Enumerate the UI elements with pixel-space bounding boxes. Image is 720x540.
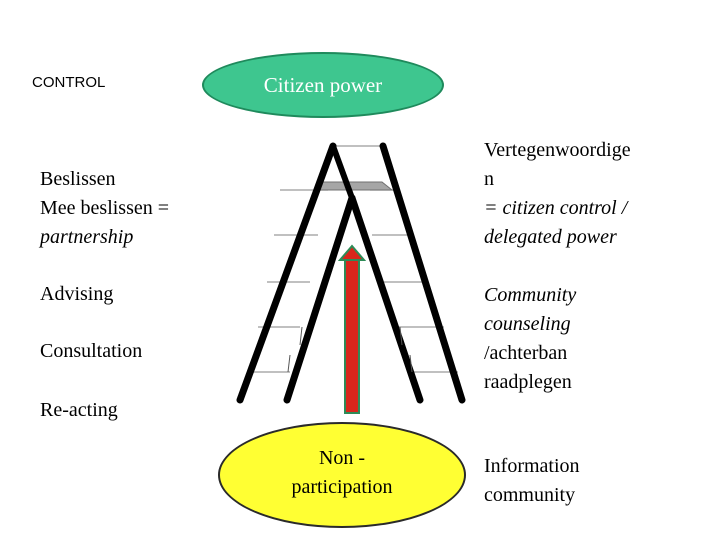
ladder-leg-left-outer: [236, 142, 337, 404]
ladder-platform: [315, 181, 394, 191]
non-participation-line2: participation: [291, 476, 393, 498]
label-raadplegen: raadplegen: [484, 371, 572, 393]
label-vertegenwoordigen-2: n: [484, 168, 494, 190]
label-vertegenwoordigen-1: Vertegenwoordige: [484, 139, 631, 161]
label-advising: Advising: [40, 283, 114, 305]
label-community: Community: [484, 284, 577, 306]
label-information-community: community: [484, 484, 576, 506]
label-achterban: /achterban: [484, 342, 568, 364]
non-participation-line1: Non -: [318, 447, 366, 469]
ladder-rungs: [250, 145, 458, 373]
citizen-power-oval: Citizen power: [202, 52, 444, 118]
control-label: CONTROL: [32, 74, 106, 91]
label-consultation: Consultation: [40, 340, 143, 362]
label-beslissen: Beslissen: [40, 168, 116, 190]
ladder-leg-right-inner: [348, 194, 424, 404]
label-partnership: partnership: [40, 226, 134, 248]
label-citizen-control: = citizen control /: [484, 197, 628, 219]
label-information: Information: [484, 455, 580, 477]
ladder-leg-left-inner: [283, 194, 356, 404]
non-participation-oval: Non - participation: [218, 422, 466, 528]
label-mee-beslissen: Mee beslissen =: [40, 197, 170, 219]
label-counseling: counseling: [484, 313, 571, 335]
label-reacting: Re-acting: [40, 399, 118, 421]
upward-arrow: [337, 244, 367, 414]
ladder-leg-right-outer: [379, 142, 466, 404]
citizen-power-text: Citizen power: [263, 72, 383, 97]
label-delegated-power: delegated power: [484, 226, 617, 248]
